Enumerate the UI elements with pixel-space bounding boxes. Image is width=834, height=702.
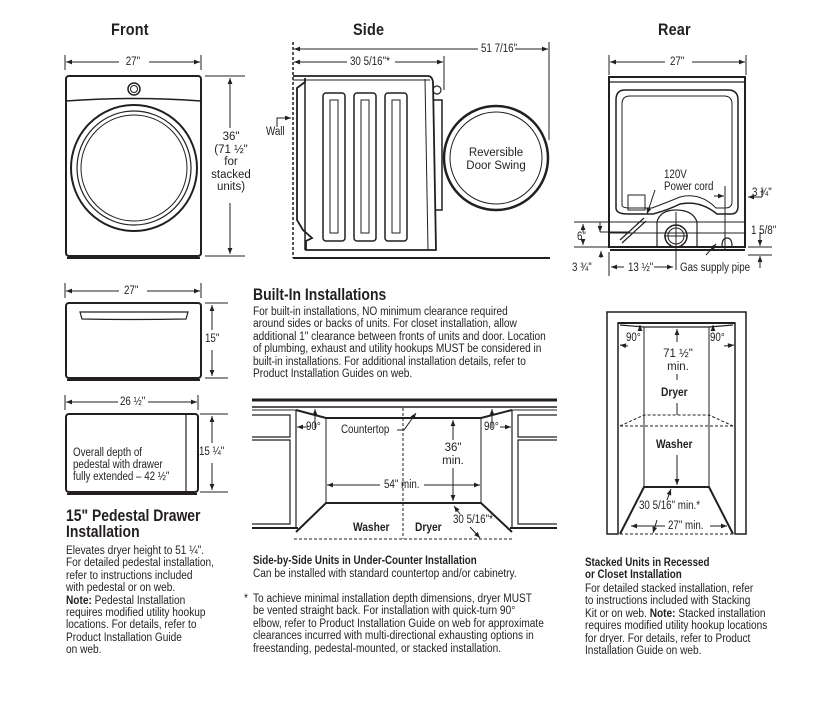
under-counter-caption-text: Can be installed with standard counterto… (253, 568, 517, 580)
side-overall-depth-dimension: 51 7/16" (481, 43, 518, 55)
rear-bottom-left-dimension: 3 ¾" (572, 262, 592, 274)
under-counter-angle-right: 90° (484, 421, 499, 433)
under-counter-angle-left: 90° (306, 421, 321, 433)
side-view-drawing (276, 42, 550, 259)
rear-width-dimension: 27" (670, 56, 685, 68)
built-in-description: For built-in installations, NO minimum c… (253, 306, 546, 381)
rear-view-title: Rear (658, 20, 691, 39)
stacked-width-dimension: 27" min. (668, 520, 704, 532)
door-swing-label: Reversible Door Swing (466, 147, 526, 172)
pedestal-front-drawing (64, 283, 228, 381)
under-counter-depth-dimension: 30 5/16"* (453, 514, 493, 526)
stacked-angle-right: 90° (710, 332, 725, 344)
pedestal-front-width-dimension: 27" (124, 285, 139, 297)
under-counter-dryer-label: Dryer (415, 520, 442, 534)
wall-label: Wall (266, 126, 285, 138)
stacked-closet-drawing (606, 311, 747, 535)
under-counter-height-dimension: 36" min. (442, 442, 464, 467)
side-view-title: Side (353, 20, 385, 39)
front-height-dimension: 36" (71 ½" for stacked units) (211, 131, 251, 193)
built-in-heading: Built-In Installations (253, 285, 387, 304)
footnote-marker: * (244, 593, 248, 605)
stacked-description: For detailed stacked installation, refer… (585, 583, 768, 658)
front-width-dimension: 27" (124, 56, 142, 68)
power-cord-offset-dimension: 13 ½" (628, 262, 654, 274)
pedestal-side-drawing (64, 395, 228, 495)
pedestal-heading: 15" Pedestal Drawer Installation (66, 506, 201, 541)
pedestal-depth-note: Overall depth of pedestal with drawer fu… (73, 447, 170, 483)
pedestal-note: Note: Pedestal Installation (66, 594, 186, 607)
under-counter-washer-label: Washer (353, 520, 390, 534)
gas-supply-pipe-label: Gas supply pipe (680, 262, 751, 274)
stacked-angle-left: 90° (626, 332, 641, 344)
power-cord-label: 120V Power cord (664, 169, 714, 193)
under-counter-caption-title: Side-by-Side Units in Under-Counter Inst… (253, 555, 477, 567)
stacked-dryer-label: Dryer (661, 385, 688, 399)
side-depth-dimension: 30 5/16"* (350, 56, 390, 68)
countertop-label: Countertop (341, 424, 390, 436)
rear-view-drawing (574, 55, 772, 276)
pedestal-front-height-dimension: 15" (205, 333, 220, 345)
pedestal-side-width-dimension: 26 ½" (120, 396, 146, 408)
pedestal-side-height-dimension: 15 ¼" (199, 446, 225, 458)
footnote-text: To achieve minimal installation depth di… (253, 593, 544, 655)
front-view-drawing (64, 55, 245, 259)
stacked-washer-label: Washer (656, 437, 693, 451)
stacked-height-dimension: 71 ½" min. (663, 348, 693, 373)
power-cord-height-dimension: 6" (577, 231, 586, 243)
rear-right-offset-dimension: 3 ¾" (752, 187, 772, 199)
under-counter-drawing (252, 398, 557, 540)
stacked-depth-dimension: 30 5/16" min.* (639, 500, 701, 512)
front-view-title: Front (111, 20, 149, 39)
pedestal-description: Elevates dryer height to 51 ¼". For deta… (66, 545, 214, 657)
stacked-caption-title: Stacked Units in Recessed or Closet Inst… (585, 557, 710, 582)
under-counter-width-dimension: 54" min. (384, 479, 420, 491)
stacked-note: Kit or on web. Note: Stacked installatio… (585, 607, 766, 620)
gas-pipe-height-dimension: 1 5/8" (751, 225, 777, 237)
